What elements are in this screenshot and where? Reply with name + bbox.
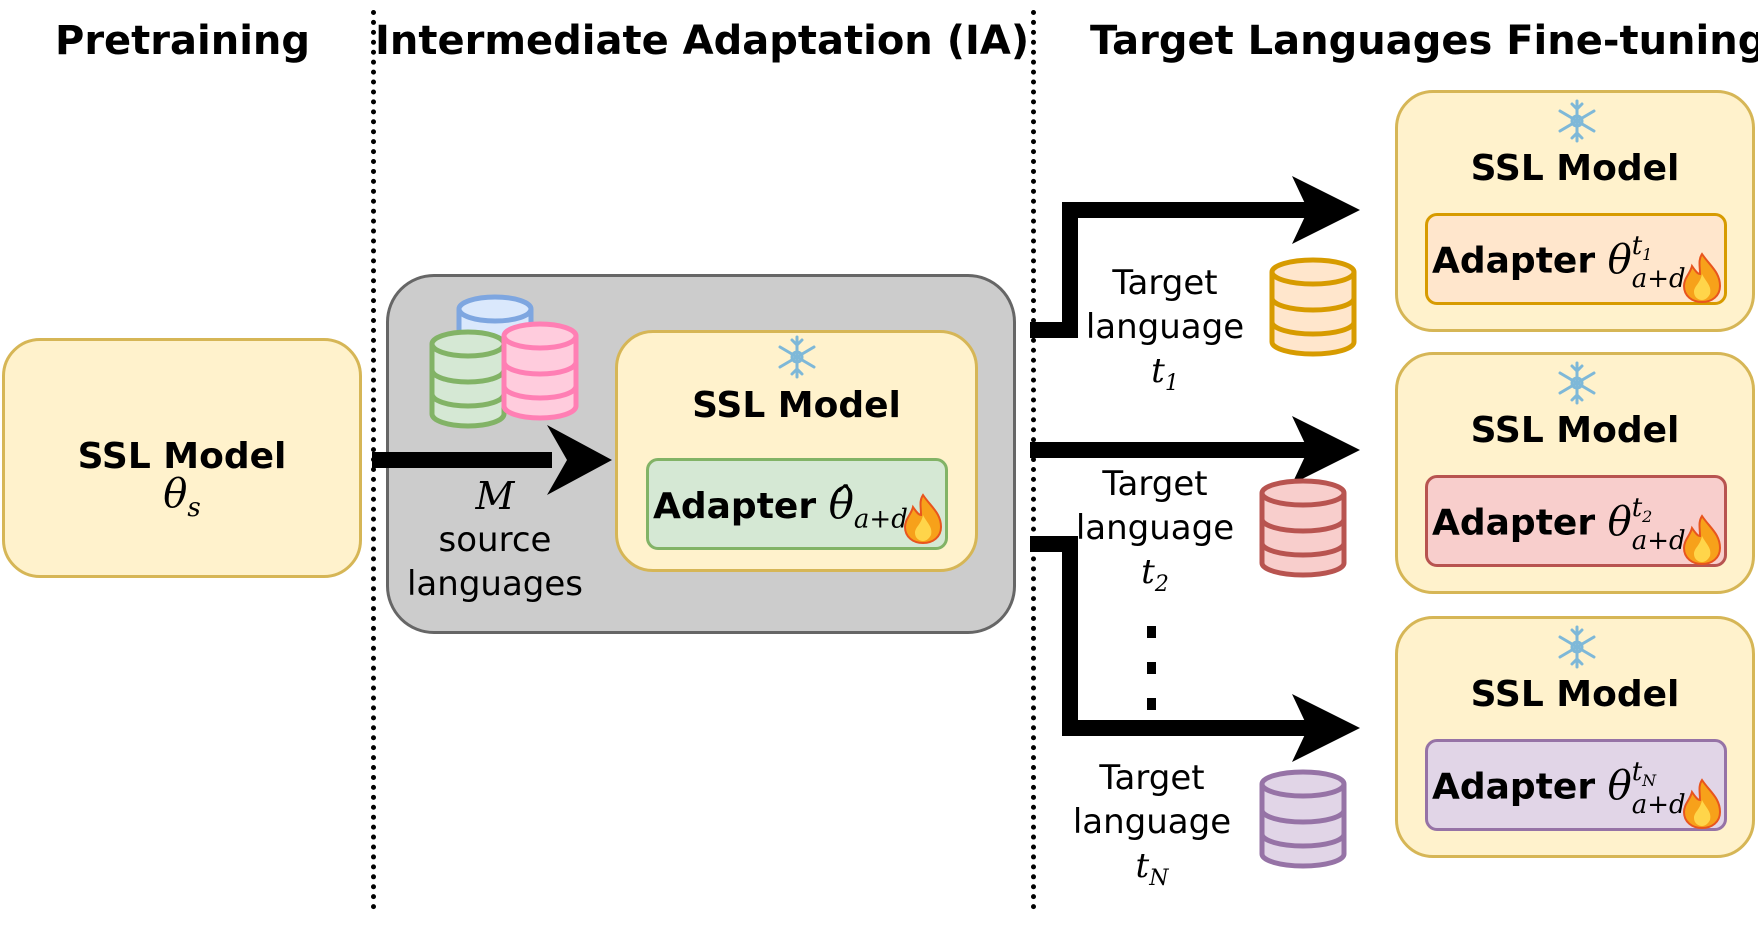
separator-right [1031,10,1036,910]
ia-adapter: Adapter θ̂a+d [646,458,948,550]
snowflake-icon [1558,361,1596,405]
pretrain-model-label: SSL Model [77,436,287,477]
target-model-label: SSL Model [1470,148,1680,189]
pretrain-ssl-model: SSL Model θs [2,338,362,578]
snowflake-icon [1558,625,1596,669]
ia-adapter-label: Adapter θ̂a+d [653,479,908,535]
database-icon [501,321,579,421]
ia-model-label: SSL Model [692,385,901,426]
arrow-icon [1030,176,1360,762]
source-languages-label: M source languages [406,474,583,604]
header-intermediate-adaptation: Intermediate Adaptation (IA) [375,18,1030,64]
snowflake-icon [778,335,816,379]
snowflake-icon [1558,99,1596,143]
flame-icon [903,493,943,545]
database-icon [429,329,507,429]
target-model-label: SSL Model [1470,674,1680,715]
pretrain-model-param: θs [163,471,201,523]
target-language-n-label: Target language tN [1072,758,1232,891]
target-language-2-label: Target language t2 [1075,464,1235,597]
flame-icon [1682,778,1722,830]
header-pretraining: Pretraining [55,18,311,64]
header-target-finetuning: Target Languages Fine-tuning [1090,18,1758,64]
ellipsis-dots [1147,626,1156,710]
target-language-1-label: Target language t1 [1085,263,1245,396]
arrow-icon [372,425,612,495]
target-model-label: SSL Model [1470,410,1680,451]
flame-icon [1682,252,1722,304]
ia-ssl-model: SSL Model Adapter θ̂a+d [615,330,978,572]
database-icon [1259,769,1347,869]
database-icon [1259,478,1347,578]
database-icon [1269,257,1357,357]
flame-icon [1682,514,1722,566]
